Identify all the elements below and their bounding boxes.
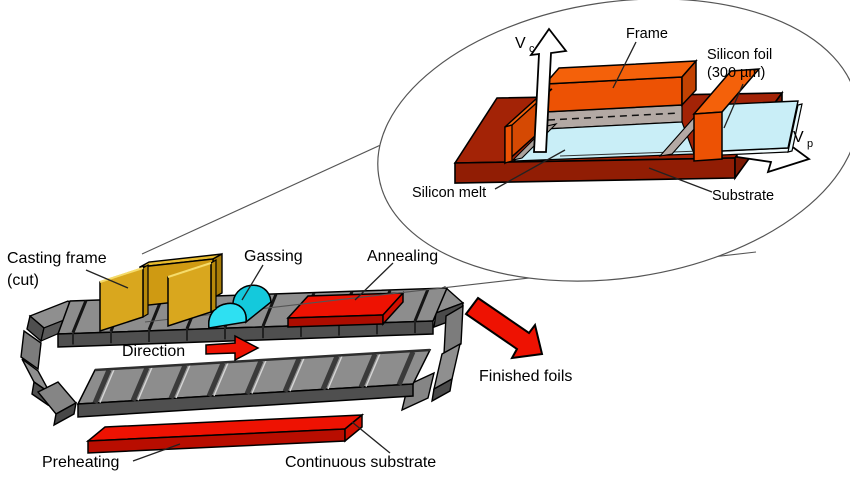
casting-frame-leader	[85, 269, 129, 289]
belt-right-cap	[400, 286, 465, 412]
gassing-label: Gassing	[244, 248, 303, 265]
silicon-melt-leader	[494, 149, 566, 190]
inset-frame-right-wall	[692, 68, 761, 162]
inset-frame-back-wall	[543, 59, 698, 113]
gassing-cylinder	[208, 284, 272, 330]
vc-label: V c	[515, 35, 535, 55]
silicon-foil-label-line2: (300 µm)	[707, 65, 765, 81]
preheating-bar	[85, 413, 365, 454]
annealing-label: Annealing	[367, 248, 438, 265]
casting-frame-cut	[99, 252, 223, 333]
svg-text:c: c	[529, 43, 535, 55]
continuous-substrate-label: Continuous substrate	[285, 454, 436, 471]
direction-label: Direction	[122, 343, 185, 360]
annealing-leader	[354, 262, 394, 301]
callout-line-upper	[141, 126, 421, 255]
casting-frame-label-line2: (cut)	[7, 272, 39, 289]
silicon-foil-label-line1: Silicon foil	[707, 47, 772, 63]
preheating-leader	[132, 443, 181, 462]
annealing-plate	[286, 291, 405, 328]
svg-text:V: V	[793, 129, 804, 146]
leader-lines	[85, 41, 744, 462]
frame-label: Frame	[626, 26, 668, 42]
finished-foils-label: Finished foils	[479, 368, 572, 385]
substrate-label: Substrate	[712, 188, 774, 204]
silicon-melt-label: Silicon melt	[412, 185, 486, 201]
svg-text:p: p	[807, 138, 813, 150]
preheating-label: Preheating	[42, 454, 119, 471]
frame-leader	[612, 41, 637, 89]
continuous-substrate-leader	[351, 421, 391, 454]
vp-label: V p	[793, 129, 813, 150]
belt-bottom-strip	[76, 348, 432, 418]
casting-frame-label-line1: Casting frame	[7, 250, 107, 267]
melt-meniscus-line	[559, 150, 701, 157]
silicon-foil-leader	[723, 83, 744, 129]
svg-text:V: V	[515, 35, 526, 52]
vc-arrow-icon	[529, 27, 568, 153]
direction-arrow-icon	[205, 334, 260, 362]
gassing-leader	[241, 264, 264, 301]
finished-foils-arrow-icon	[464, 296, 544, 360]
substrate-leader	[648, 167, 713, 193]
